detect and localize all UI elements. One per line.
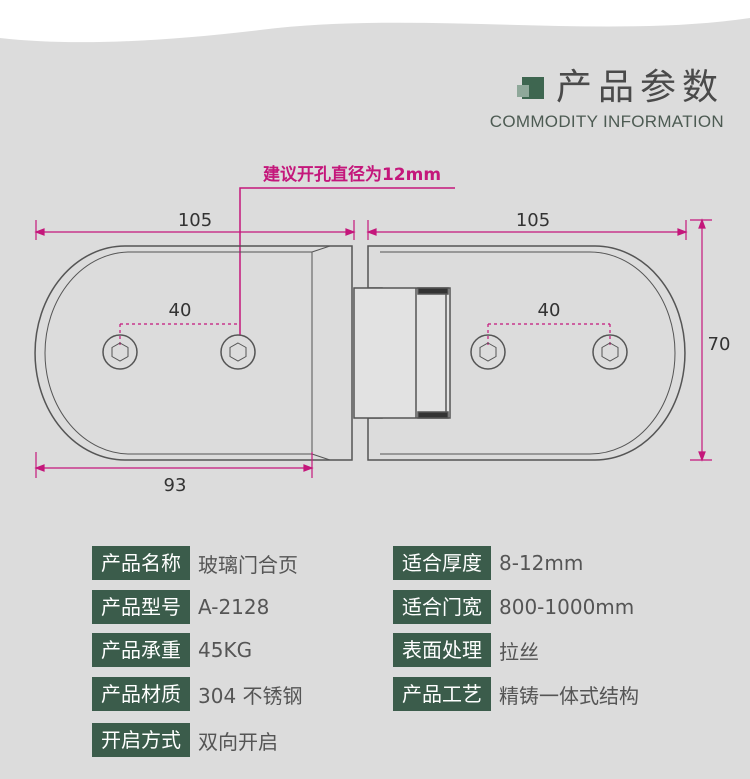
spec-value: 精铸一体式结构 bbox=[499, 683, 639, 708]
screw-hole-1 bbox=[102, 334, 138, 370]
spec-row-finish: 表面处理 拉丝 bbox=[393, 633, 539, 667]
callout-leader-line bbox=[239, 187, 455, 335]
screw-hole-3 bbox=[470, 334, 506, 370]
header-title-row: 产品参数 bbox=[490, 66, 724, 110]
page-subtitle: COMMODITY INFORMATION bbox=[489, 112, 724, 131]
spec-row-name: 产品名称 玻璃门合页 bbox=[92, 546, 298, 580]
section-header: 产品参数 COMMODITY INFORMATION bbox=[490, 66, 724, 132]
spec-value: 8-12mm bbox=[499, 551, 584, 575]
spec-label: 产品名称 bbox=[92, 546, 190, 580]
page-title: 产品参数 bbox=[555, 67, 724, 108]
spec-label: 产品型号 bbox=[92, 590, 190, 624]
hinge-right-plate bbox=[367, 245, 686, 461]
spec-value: 拉丝 bbox=[499, 639, 539, 664]
spec-label: 开启方式 bbox=[92, 723, 190, 757]
dimension-bottom-left-label: 93 bbox=[164, 475, 187, 496]
spec-row-process: 产品工艺 精铸一体式结构 bbox=[393, 677, 639, 711]
spec-value: 双向开启 bbox=[198, 729, 278, 754]
dimension-top-left-label: 105 bbox=[178, 210, 212, 231]
spec-value: 玻璃门合页 bbox=[198, 552, 298, 577]
dimension-top-right-label: 105 bbox=[516, 210, 550, 231]
spec-label: 表面处理 bbox=[393, 633, 491, 667]
top-decorative-band bbox=[0, 0, 750, 43]
spec-row-thickness: 适合厚度 8-12mm bbox=[393, 546, 583, 580]
screw-hole-4 bbox=[592, 334, 628, 370]
spec-row-opening: 开启方式 双向开启 bbox=[92, 723, 278, 757]
hinge-technical-drawing: 建议开孔直径为12mm 105 105 4 bbox=[34, 164, 731, 496]
dimension-hole-left bbox=[119, 323, 240, 345]
dimension-hole-right bbox=[487, 323, 611, 345]
spec-label: 产品工艺 bbox=[393, 677, 491, 711]
screw-hole-2 bbox=[220, 334, 256, 370]
spec-row-material: 产品材质 304 不锈钢 bbox=[92, 677, 303, 711]
dimension-hole-right-label: 40 bbox=[538, 300, 561, 321]
dimension-top-left bbox=[34, 220, 356, 240]
spec-value: 45KG bbox=[198, 638, 253, 662]
spec-row-model: 产品型号 A-2128 bbox=[92, 590, 269, 624]
hole-diameter-callout: 建议开孔直径为12mm bbox=[263, 164, 441, 185]
spec-value: A-2128 bbox=[198, 595, 270, 619]
spec-row-load: 产品承重 45KG bbox=[92, 633, 252, 667]
square-bullet-icon bbox=[516, 77, 544, 99]
spec-row-door-width: 适合门宽 800-1000mm bbox=[393, 590, 634, 624]
spec-value: 800-1000mm bbox=[499, 595, 635, 619]
spec-label: 产品材质 bbox=[92, 677, 190, 711]
dimension-height bbox=[690, 218, 712, 462]
hinge-left-plate bbox=[34, 245, 353, 461]
dimension-top-right bbox=[366, 220, 688, 240]
spec-label: 产品承重 bbox=[92, 633, 190, 667]
dimension-height-label: 70 bbox=[708, 334, 731, 355]
hinge-pivot-block bbox=[353, 287, 451, 419]
spec-label: 适合厚度 bbox=[393, 546, 491, 580]
spec-value: 304 不锈钢 bbox=[198, 683, 303, 708]
dimension-hole-left-label: 40 bbox=[169, 300, 192, 321]
spec-label: 适合门宽 bbox=[393, 590, 491, 624]
dimension-bottom-left bbox=[34, 452, 314, 478]
